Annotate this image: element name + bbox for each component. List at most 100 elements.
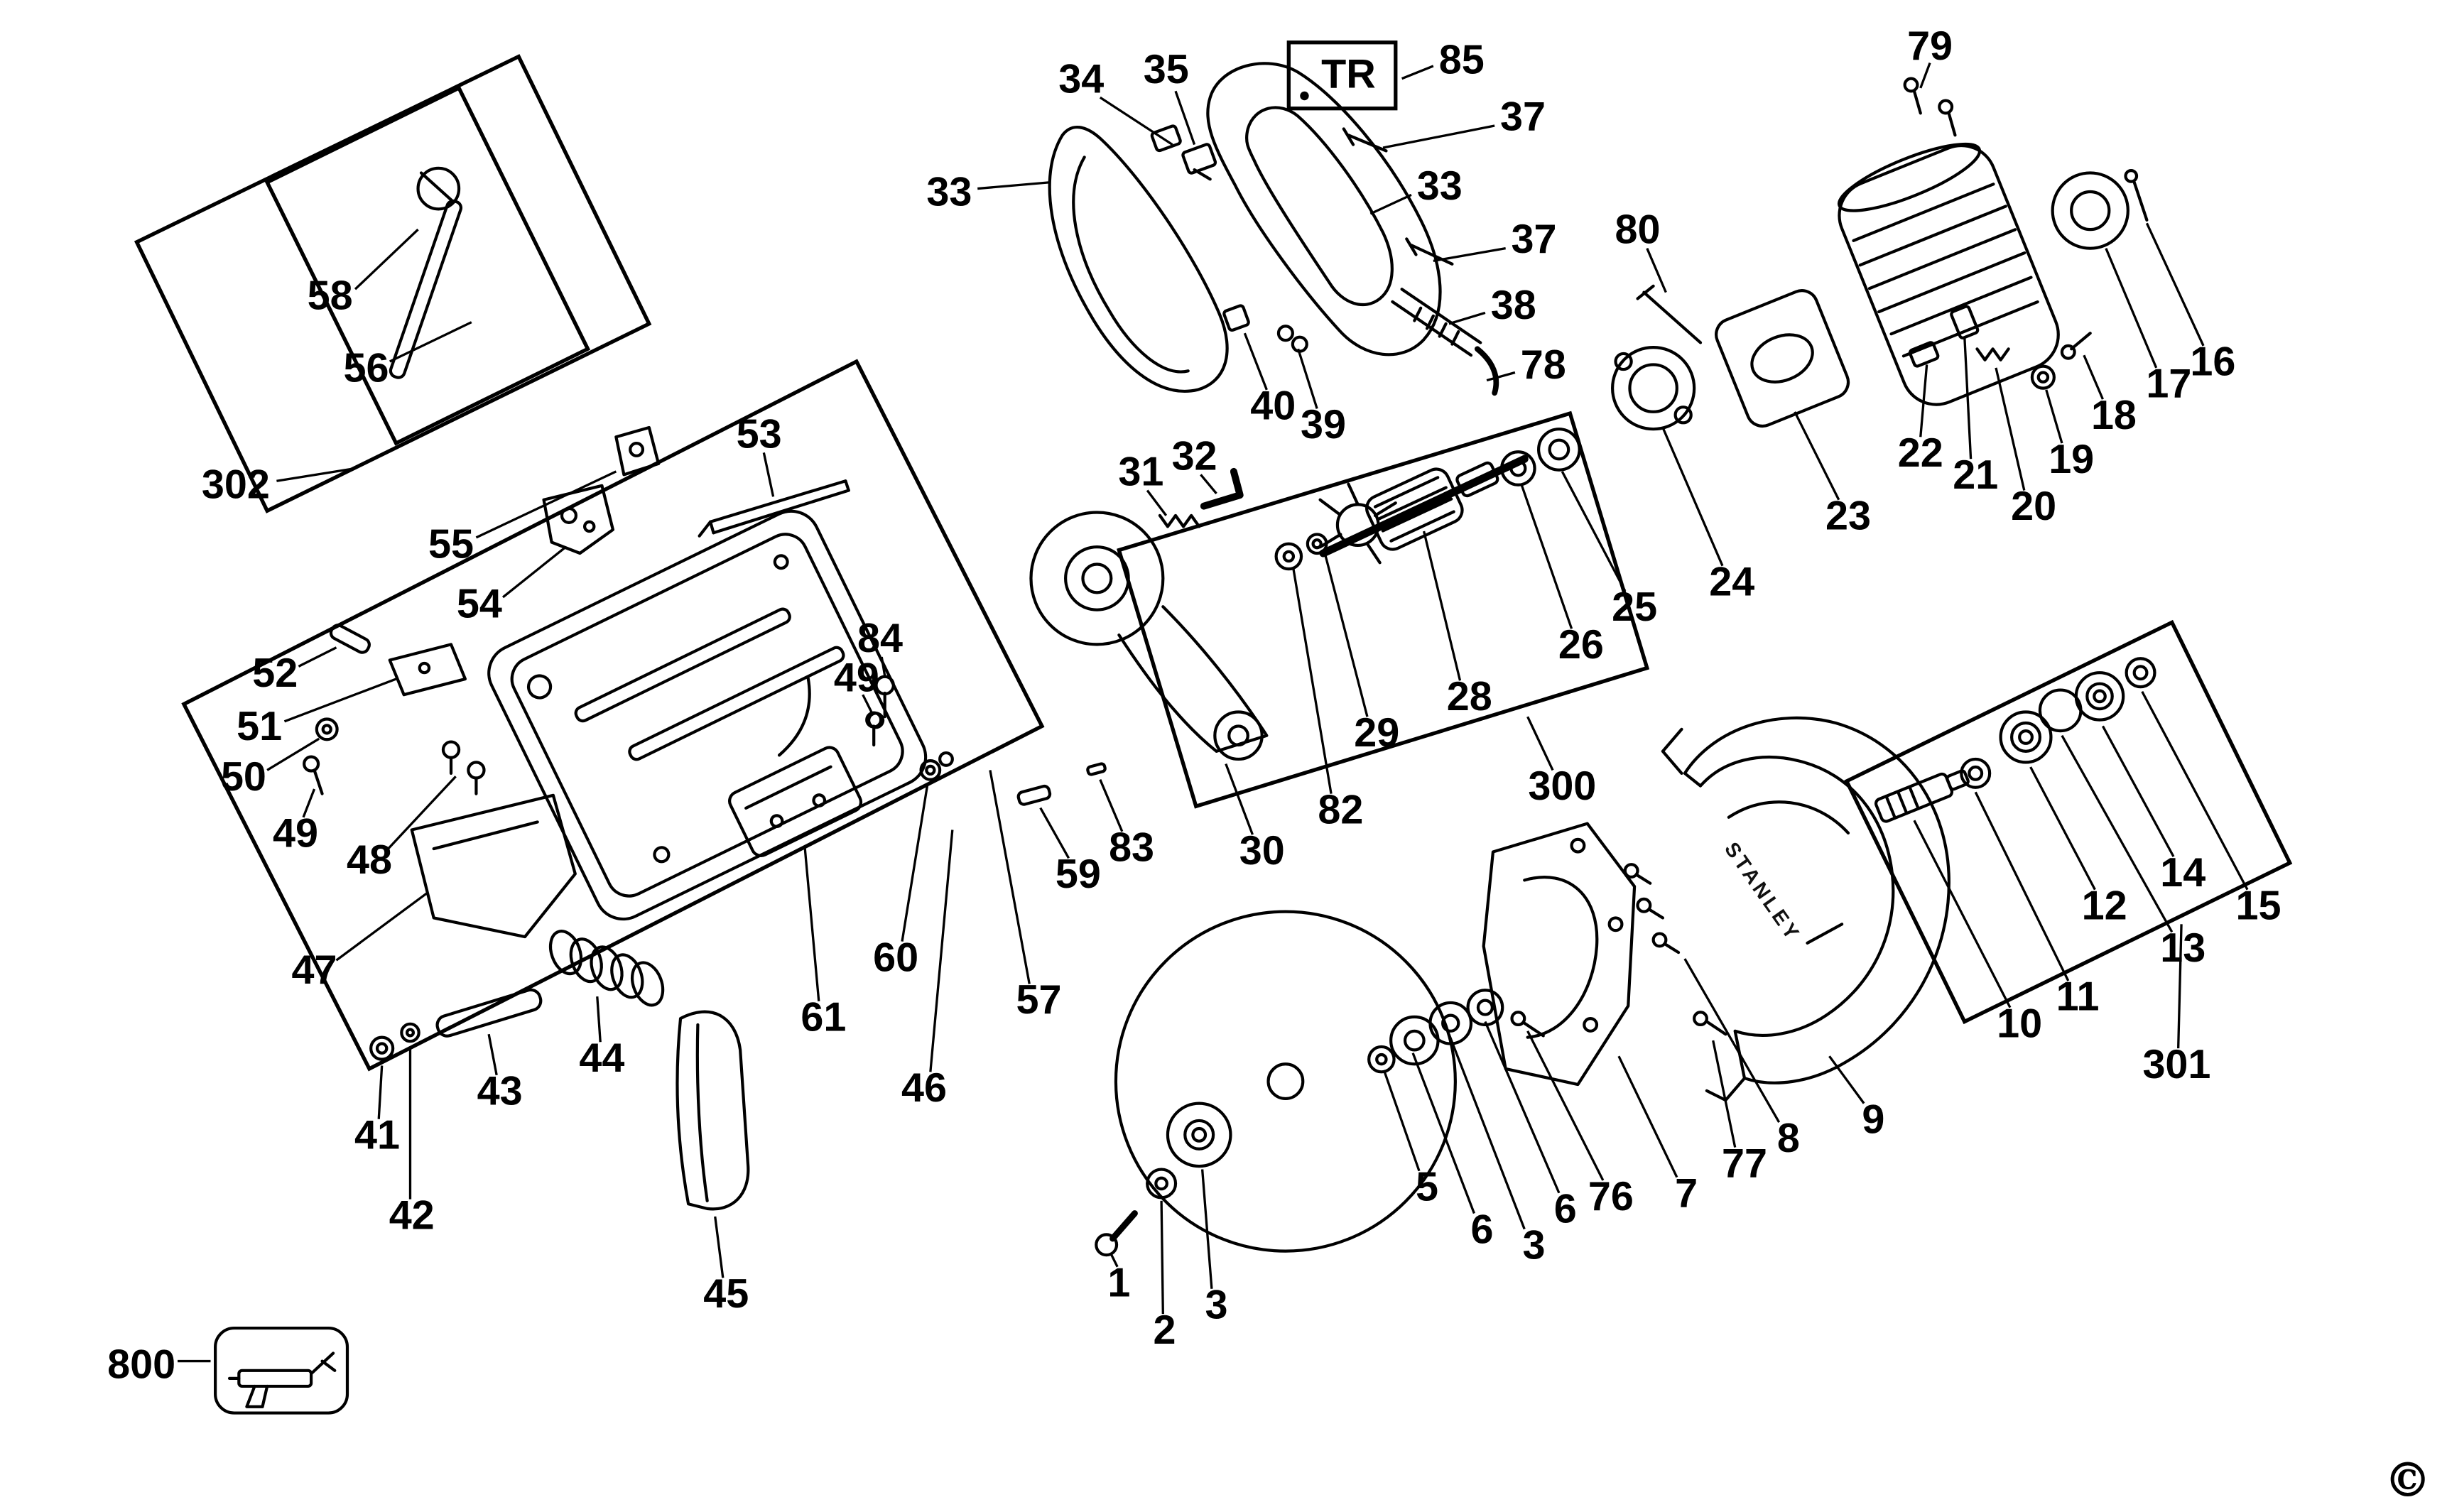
- leader-line-50: [266, 737, 320, 771]
- part-label-32: 32: [1172, 433, 1217, 479]
- armature-28: [1318, 455, 1529, 565]
- part-label-48: 48: [347, 837, 392, 883]
- pin-59: [1016, 784, 1052, 806]
- part-label-3: 3: [1522, 1222, 1545, 1268]
- parts-artwork: [214, 62, 2156, 1415]
- part-label-2: 2: [1154, 1307, 1176, 1353]
- part-label-78: 78: [1521, 342, 1566, 388]
- part-label-9: 9: [1862, 1097, 1884, 1142]
- leader-line-35: [1174, 90, 1196, 146]
- part-label-3: 3: [1205, 1282, 1228, 1327]
- leader-line-23: [1794, 411, 1840, 501]
- cord-protector-38: [1391, 288, 1482, 357]
- leader-line-57: [989, 770, 1031, 984]
- rod-43: [435, 988, 543, 1038]
- part-label-25: 25: [1612, 584, 1657, 630]
- washer-82: [1274, 542, 1303, 571]
- leader-line-37: [1382, 124, 1495, 149]
- part-label-18: 18: [2091, 393, 2137, 438]
- part-label-28: 28: [1447, 674, 1492, 719]
- screw-84: [874, 675, 895, 719]
- leader-line-12: [2029, 766, 2096, 891]
- part-label-24: 24: [1709, 559, 1754, 604]
- leader-line-32: [1200, 474, 1217, 494]
- part-label-16: 16: [2190, 339, 2235, 385]
- leader-line-61: [803, 845, 820, 1001]
- part-label-55: 55: [428, 521, 474, 567]
- leader-line-302: [276, 467, 356, 482]
- leader-line-41: [377, 1065, 384, 1119]
- part-label-26: 26: [1558, 622, 1604, 668]
- leader-line-76: [1526, 1030, 1605, 1181]
- leader-line-19: [2045, 389, 2063, 444]
- leader-line-47: [335, 891, 428, 962]
- part-40: [1222, 304, 1250, 332]
- flange-3b: [1428, 1001, 1473, 1045]
- part-label-21: 21: [1953, 452, 1998, 498]
- bolt-80: [1636, 284, 1703, 344]
- flange-3-left: [1166, 1102, 1232, 1168]
- part-label-57: 57: [1016, 977, 1062, 1023]
- part-label-50: 50: [221, 754, 266, 800]
- part-label-1: 1: [1107, 1261, 1130, 1306]
- deflector-47: [410, 793, 577, 939]
- tr-dot: [1300, 91, 1309, 101]
- leader-line-48: [387, 776, 457, 850]
- end-cap-17: [2051, 171, 2129, 250]
- rivets-48: [441, 740, 486, 795]
- part-label-37: 37: [1511, 217, 1556, 262]
- part-label-11: 11: [2056, 974, 2100, 1020]
- spring-44: [548, 930, 665, 1007]
- part-label-40: 40: [1250, 384, 1296, 429]
- washers-39: [1276, 325, 1308, 353]
- leader-line-6: [1411, 1053, 1475, 1214]
- leader-line-55: [475, 470, 617, 539]
- part-label-10: 10: [1997, 1001, 2042, 1046]
- leader-line-21: [1963, 336, 1973, 459]
- leader-line-301: [2176, 924, 2183, 1049]
- leader-line-22: [1919, 364, 1928, 437]
- leader-line-11: [1974, 791, 2070, 981]
- leader-line-10: [1913, 820, 2012, 1008]
- part-label-47: 47: [292, 947, 337, 993]
- guard-brand-text: STANLEY: [1720, 838, 1805, 946]
- leader-line-6: [1484, 1021, 1561, 1194]
- part-label-49: 49: [834, 655, 879, 700]
- bearing-14: [2074, 671, 2125, 722]
- leader-line-79: [1919, 62, 1931, 89]
- leader-line-28: [1422, 531, 1462, 681]
- leader-line-45: [714, 1216, 725, 1278]
- part-label-61: 61: [801, 994, 846, 1040]
- leader-line-39: [1297, 348, 1318, 409]
- washer-11: [1960, 757, 1992, 789]
- part-label-800: 800: [107, 1342, 175, 1388]
- part-label-58: 58: [308, 273, 353, 319]
- part-label-85: 85: [1439, 38, 1485, 83]
- part-label-83: 83: [1109, 825, 1154, 870]
- brush-22: [1908, 341, 1940, 368]
- part-label-54: 54: [457, 581, 502, 626]
- tr-box: [1286, 40, 1398, 111]
- part-label-8: 8: [1777, 1116, 1800, 1161]
- part-label-12: 12: [2082, 883, 2127, 928]
- gear-arm-30: [1029, 511, 1269, 761]
- base-table: [487, 509, 928, 921]
- cover-45: [675, 1010, 750, 1211]
- washer-50: [315, 717, 339, 741]
- leader-line-40: [1243, 332, 1268, 391]
- leader-line-17: [2105, 248, 2158, 369]
- leader-line-60: [901, 785, 929, 942]
- leader-line-44: [596, 996, 602, 1043]
- washer-2: [1146, 1168, 1178, 1200]
- leader-line-5: [1383, 1071, 1421, 1172]
- flange-6b: [1466, 989, 1504, 1027]
- leader-line-82: [1292, 568, 1333, 794]
- leader-line-30: [1225, 763, 1254, 835]
- part-label-39: 39: [1301, 402, 1346, 447]
- leader-line-29: [1323, 553, 1369, 717]
- part-label-49: 49: [273, 811, 318, 856]
- bearing-25: [1537, 428, 1581, 472]
- copyright-symbol: ©: [2384, 1452, 2431, 1508]
- leader-line-20: [1995, 367, 2026, 491]
